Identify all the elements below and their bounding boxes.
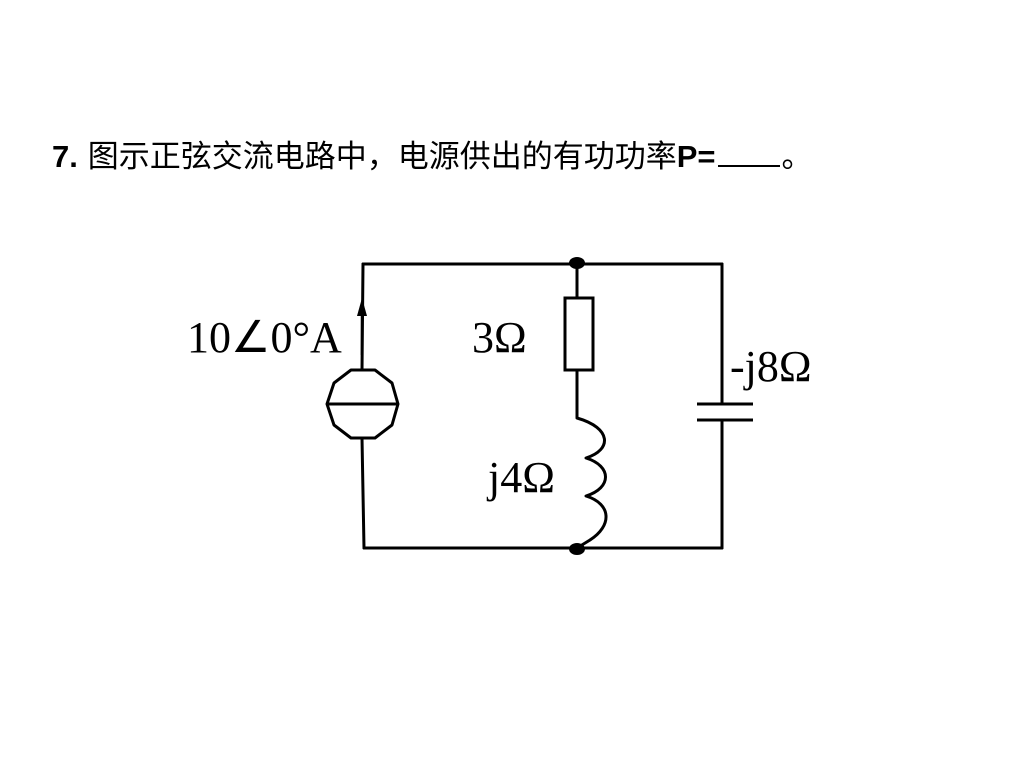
source-label: 10∠0°A [187,313,342,362]
capacitor-label: -j8Ω [730,342,812,391]
power-variable: P= [676,139,716,174]
question-body: 图示正弦交流电路中，电源供出的有功功率 [87,139,677,175]
top-node [569,257,585,269]
question-text: 7. 图示正弦交流电路中，电源供出的有功功率P= 。 [52,134,813,180]
end-mark: 。 [781,139,813,175]
inductor-symbol [576,416,608,542]
bottom-node [569,543,585,555]
current-source-symbol [325,368,400,440]
question-number: 7. [52,139,78,174]
inductor-label: j4Ω [486,453,555,502]
capacitor-symbol [697,402,753,422]
resistor-symbol [563,296,595,372]
source-wire-bottom [360,436,366,550]
resistor-label: 3Ω [472,313,527,362]
answer-blank [717,137,780,167]
source-arrow-icon [357,298,367,355]
